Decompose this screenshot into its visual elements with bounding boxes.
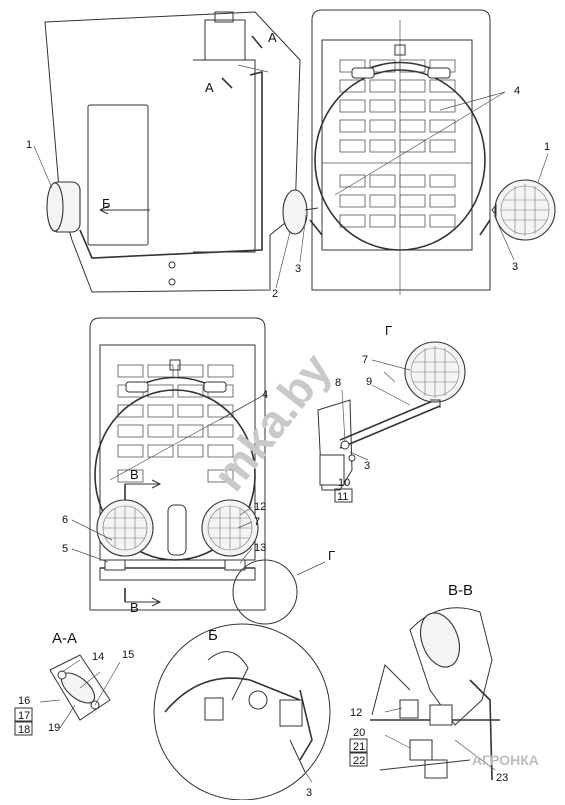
callout-19: 19 — [48, 722, 60, 734]
callout-10: 10 — [338, 477, 350, 489]
callout-11: 11 — [337, 491, 348, 503]
callout-1-left: 1 — [26, 139, 32, 151]
cut-mark-a-top: А — [268, 30, 277, 45]
detail-b — [153, 623, 331, 801]
callout-2: 2 — [272, 288, 278, 300]
callout-12-middle: 12 — [254, 501, 266, 513]
callout-21: 21 — [353, 741, 365, 753]
detail-mark-g-circle: Г — [328, 548, 335, 563]
callout-17-box — [14, 707, 33, 722]
front-view-middle — [89, 317, 326, 625]
callout-16: 16 — [18, 695, 30, 707]
callout-3-right: 3 — [512, 261, 518, 273]
callout-22: 22 — [353, 755, 365, 767]
section-title-aa: А-А — [52, 630, 77, 647]
callout-7-detail: 7 — [362, 354, 368, 366]
callout-15: 15 — [122, 649, 134, 661]
callout-23: 23 — [496, 772, 508, 784]
cut-mark-a-bottom: А — [205, 80, 214, 95]
callout-9: 9 — [366, 376, 372, 388]
callout-8: 8 — [335, 377, 341, 389]
callout-5: 5 — [62, 543, 68, 555]
callout-13: 13 — [254, 542, 266, 554]
callout-4-middle: 4 — [262, 389, 268, 401]
callout-1-right: 1 — [544, 141, 550, 153]
section-vv — [370, 607, 500, 781]
callout-3-detail: 3 — [364, 460, 370, 472]
callout-18: 18 — [18, 724, 30, 736]
view-mark-b: Б — [102, 196, 111, 211]
detail-g-bracket — [317, 341, 466, 491]
detail-mark-g-top: Г — [385, 323, 392, 338]
callout-20: 20 — [353, 727, 365, 739]
section-aa — [39, 654, 121, 721]
callout-6: 6 — [62, 514, 68, 526]
callout-14: 14 — [92, 651, 104, 663]
callout-3-left: 3 — [295, 263, 301, 275]
cut-mark-v-top: В — [130, 467, 139, 482]
callout-18-box — [14, 721, 33, 736]
callout-3-b: 3 — [306, 787, 312, 799]
radiator-grille-top — [339, 59, 456, 228]
callout-22-box — [349, 752, 368, 767]
side-view — [44, 11, 301, 293]
callout-17: 17 — [18, 710, 30, 722]
section-title-vv: В-В — [448, 582, 473, 599]
callout-12-vv: 12 — [350, 707, 362, 719]
watermark-brand: АГРОНКА — [472, 752, 539, 768]
callout-21-box — [349, 738, 368, 753]
callout-11-box — [334, 488, 353, 503]
section-title-b: Б — [208, 627, 218, 644]
callout-7-middle: 7 — [254, 516, 260, 528]
cut-mark-v-bottom: В — [130, 600, 139, 615]
callout-4-top: 4 — [514, 85, 520, 97]
front-view-top — [282, 9, 556, 295]
